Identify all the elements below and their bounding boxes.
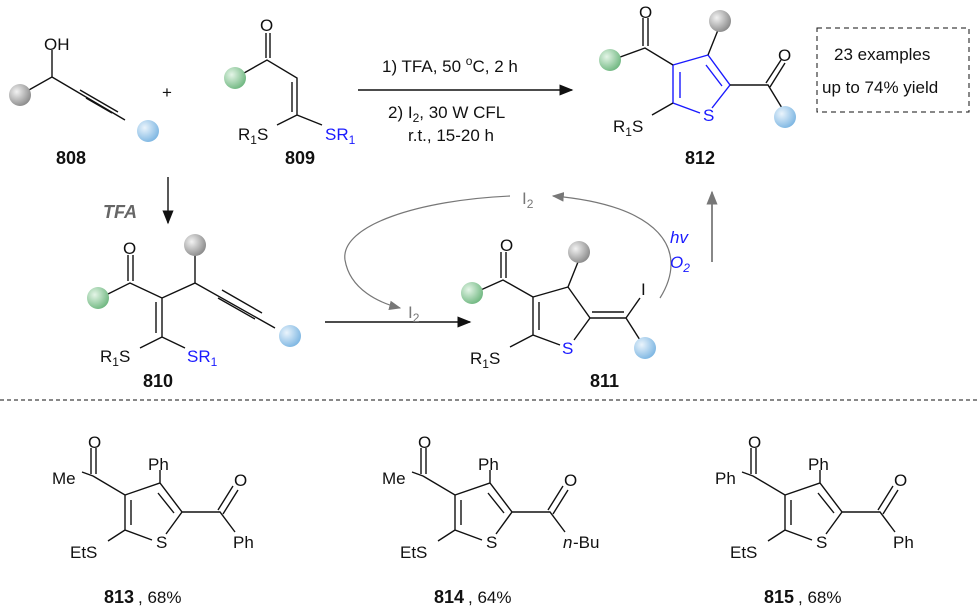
gray-ball-icon: [709, 10, 731, 32]
left-substituent: Ph: [715, 469, 736, 488]
green-ball-icon: [87, 287, 109, 309]
compound-label-808: 808: [56, 148, 86, 168]
iodine-in-label: I2: [408, 303, 420, 325]
sulfur-label: S: [703, 106, 714, 125]
blue-ball-icon: [774, 106, 796, 128]
example-label: 814: [434, 587, 464, 607]
compound-label-811: 811: [590, 371, 619, 391]
oxygen-label: O: [894, 471, 907, 490]
plus-sign: +: [162, 83, 172, 102]
phenyl-label: Ph: [478, 455, 499, 474]
ethylthio-label: EtS: [70, 543, 97, 562]
tfa-label: TFA: [103, 202, 137, 222]
green-ball-icon: [224, 67, 246, 89]
iodine-atom-label: I: [641, 280, 646, 299]
sulfur-label: S: [562, 339, 573, 358]
oh-label: OH: [44, 35, 70, 54]
example-compound-813: O Me Ph S EtS O Ph 813 , 68%: [52, 433, 254, 607]
summary-box: 23 examples up to 74% yield: [816, 27, 970, 113]
example-label: 813: [104, 587, 134, 607]
compound-label-810: 810: [143, 371, 173, 391]
blue-ball-icon: [137, 120, 159, 142]
blue-ball-icon: [279, 325, 301, 347]
oxygen-label: O: [234, 471, 247, 490]
oxygen-label: O: [778, 46, 791, 65]
o2-label: O2: [670, 253, 690, 275]
max-yield: up to 74% yield: [822, 78, 938, 97]
r1s-label: R1S: [238, 125, 268, 147]
left-substituent: Me: [382, 469, 406, 488]
oxygen-label: O: [88, 433, 101, 452]
sr1-label: SR1: [325, 125, 356, 147]
compound-810: O R1S SR1 810: [87, 234, 301, 391]
oxygen-label: O: [564, 471, 577, 490]
sulfur-label: S: [816, 533, 827, 552]
oxygen-label: O: [418, 433, 431, 452]
oxygen-label: O: [123, 239, 136, 258]
hv-label: hv: [670, 228, 689, 247]
compound-808: OH 808: [9, 35, 159, 168]
right-substituent-prefix: n: [563, 533, 572, 552]
right-substituent: Ph: [893, 533, 914, 552]
compound-811: O I S R1S 811: [461, 236, 656, 391]
example-yield: , 64%: [468, 588, 511, 607]
compound-809: O R1S SR1 809: [224, 16, 356, 168]
phenyl-label: Ph: [148, 455, 169, 474]
sr1-label: SR1: [187, 347, 218, 369]
example-compound-814: O Me Ph S EtS O n -Bu 814 , 64%: [382, 433, 599, 607]
right-substituent: -Bu: [573, 533, 599, 552]
gray-ball-icon: [568, 241, 590, 263]
oxygen-label: O: [639, 3, 652, 22]
compound-812: O O S R1S 812: [599, 3, 796, 168]
oxygen-label: O: [500, 236, 513, 255]
example-label: 815: [764, 587, 794, 607]
r1s-label: R1S: [613, 117, 643, 139]
gray-ball-icon: [184, 234, 206, 256]
ethylthio-label: EtS: [730, 543, 757, 562]
compound-label-809: 809: [285, 148, 315, 168]
left-substituent: Me: [52, 469, 76, 488]
examples-count: 23 examples: [834, 45, 930, 64]
condition-step-2: 2) I2, 30 W CFL: [388, 103, 505, 125]
compound-label-812: 812: [685, 148, 715, 168]
sulfur-label: S: [486, 533, 497, 552]
oxygen-label: O: [260, 16, 273, 35]
example-compound-815: O Ph Ph S EtS O Ph 815 , 68%: [715, 433, 914, 607]
oxygen-label: O: [748, 433, 761, 452]
ethylthio-label: EtS: [400, 543, 427, 562]
iodine-out-label: I2: [522, 189, 534, 211]
r1s-label: R1S: [100, 347, 130, 369]
phenyl-label: Ph: [808, 455, 829, 474]
iodine-regeneration-arrow: [551, 192, 672, 299]
example-yield: , 68%: [798, 588, 841, 607]
gray-ball-icon: [9, 84, 31, 106]
r1s-label: R1S: [470, 349, 500, 371]
iodine-cycle-arrow: [344, 195, 511, 311]
right-substituent: Ph: [233, 533, 254, 552]
condition-step-2-time: r.t., 15-20 h: [408, 126, 494, 145]
blue-ball-icon: [634, 337, 656, 359]
sulfur-label: S: [156, 533, 167, 552]
green-ball-icon: [599, 49, 621, 71]
condition-step-1: 1) TFA, 50 oC, 2 h: [382, 54, 518, 76]
green-ball-icon: [461, 282, 483, 304]
example-yield: , 68%: [138, 588, 181, 607]
